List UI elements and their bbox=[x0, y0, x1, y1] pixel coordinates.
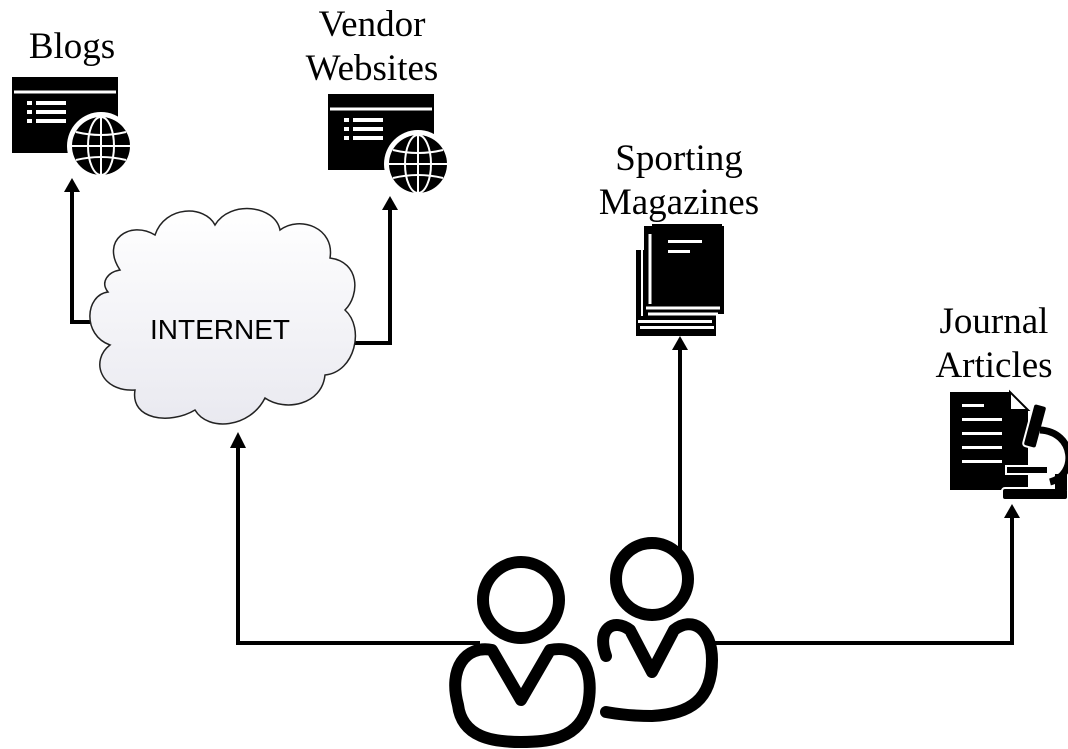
blogs-label: Blogs bbox=[29, 26, 115, 67]
arrow-people-to-journal bbox=[705, 518, 1014, 645]
connectors bbox=[64, 178, 1020, 645]
globe-icon bbox=[384, 130, 452, 198]
vendor-label-line2: Websites bbox=[306, 48, 439, 89]
sporting-magazines-node: Sporting Magazines bbox=[599, 138, 759, 336]
person-back bbox=[597, 537, 718, 722]
magazine-stack-icon bbox=[636, 224, 724, 336]
internet-label: INTERNET bbox=[150, 314, 290, 345]
vendor-label-line1: Vendor bbox=[319, 4, 426, 45]
microscope-icon bbox=[1001, 402, 1068, 501]
magazines-label-line1: Sporting bbox=[615, 138, 742, 179]
blogs-node: Blogs bbox=[12, 26, 135, 180]
arrowhead-magazines bbox=[672, 336, 688, 350]
cloud-shape bbox=[89, 208, 357, 425]
arrowhead-vendor bbox=[382, 196, 398, 210]
arrowhead-journal bbox=[1004, 504, 1020, 518]
person-front bbox=[449, 556, 596, 748]
arrow-people-to-internet bbox=[236, 448, 480, 645]
magazines-label-line2: Magazines bbox=[599, 182, 759, 223]
journal-label-line1: Journal bbox=[940, 301, 1049, 342]
arrowhead-internet bbox=[230, 432, 246, 448]
arrowhead-blogs bbox=[64, 178, 80, 192]
journal-label-line2: Articles bbox=[935, 345, 1052, 386]
journal-articles-node: Journal Articles bbox=[935, 301, 1068, 501]
journal-document-icon bbox=[950, 389, 1031, 490]
arrow-internet-to-vendor bbox=[352, 210, 392, 345]
arrow-internet-to-blogs bbox=[70, 192, 92, 324]
vendor-websites-node: Vendor Websites bbox=[306, 4, 452, 198]
globe-icon bbox=[67, 112, 135, 180]
internet-cloud: INTERNET bbox=[89, 208, 357, 425]
users-icon bbox=[449, 537, 718, 748]
